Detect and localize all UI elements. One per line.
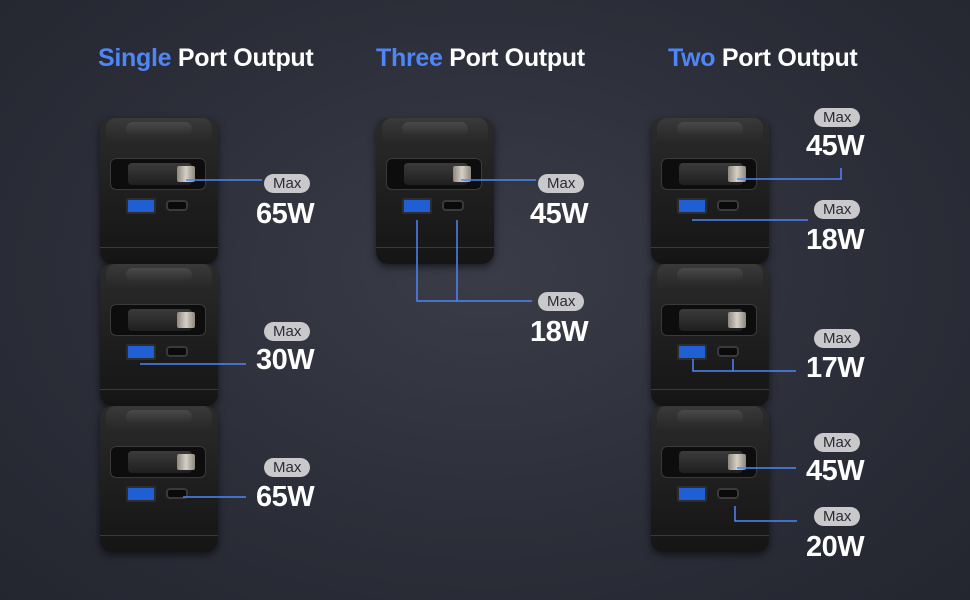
max-badge: Max <box>538 292 585 311</box>
watt-label: 45W <box>530 198 589 230</box>
charger-image <box>651 118 769 264</box>
section-title-single: Single Port Output <box>98 44 314 73</box>
max-badge: Max <box>814 433 861 452</box>
max-badge: Max <box>814 200 861 219</box>
charger-image <box>376 118 494 264</box>
section-title-two: Two Port Output <box>668 44 858 73</box>
max-badge: Max <box>814 507 861 526</box>
max-badge: Max <box>264 174 311 193</box>
title-accent: Three <box>376 44 443 72</box>
watt-label: 30W <box>256 344 315 376</box>
callout-line <box>692 359 796 372</box>
watt-label: 20W <box>806 531 865 563</box>
title-rest: Port Output <box>171 44 314 72</box>
callout-line <box>737 168 842 180</box>
max-badge: Max <box>814 329 861 348</box>
section-title-three: Three Port Output <box>376 44 585 73</box>
watt-label: 45W <box>806 455 865 487</box>
title-accent: Two <box>668 44 716 72</box>
max-badge: Max <box>264 322 311 341</box>
watt-label: 65W <box>256 198 315 230</box>
max-badge: Max <box>538 174 585 193</box>
callout-line <box>416 220 532 302</box>
callout-line <box>734 506 797 522</box>
title-rest: Port Output <box>442 44 585 72</box>
title-rest: Port Output <box>715 44 858 72</box>
watt-label: 18W <box>530 316 589 348</box>
watt-label: 45W <box>806 130 865 162</box>
max-badge: Max <box>814 108 861 127</box>
watt-label: 17W <box>806 352 865 384</box>
watt-label: 18W <box>806 224 865 256</box>
charger-image <box>100 118 218 264</box>
charger-image <box>100 264 218 406</box>
watt-label: 65W <box>256 481 315 513</box>
charger-image <box>651 406 769 552</box>
title-accent: Single <box>98 44 172 72</box>
charger-image <box>651 264 769 406</box>
charger-image <box>100 406 218 552</box>
max-badge: Max <box>264 458 311 477</box>
